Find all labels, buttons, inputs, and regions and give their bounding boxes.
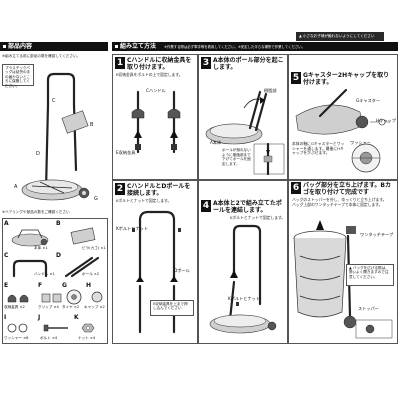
- step-1-label-holder: E収納金具: [116, 150, 136, 155]
- step-2-label-pole: Dポール: [174, 268, 190, 273]
- steps-intro: ※作業する際は必ず軍手等を着用してください。※安定した平らな場所で作業してくださ…: [164, 45, 306, 49]
- svg-text:C: C: [52, 98, 56, 104]
- part-k-nut-icon: [81, 323, 95, 333]
- step-5-sub: 本体の軸にGキャスターとワッシャーを通します。最後にHキャップをかぶせます。: [292, 141, 345, 156]
- step-5-title: Gキャスター2Hキャップを取り付けます。: [303, 72, 390, 86]
- step-2-number: 2: [115, 183, 125, 195]
- step-1-title: Cハンドルに収納金具を取り付けます。: [127, 57, 192, 71]
- bullet-icon: [3, 45, 6, 48]
- bag-warning-box: プラスチックバッグは幼児の手の届かないところに保管してください。: [2, 64, 34, 88]
- parts-section-header: 部品内容: [0, 42, 108, 51]
- part-name-h: キャップ ×2: [84, 305, 105, 309]
- part-i-washer-icon: [7, 323, 28, 333]
- step-1-label-handle: Cハンドル: [146, 88, 166, 93]
- step-4-illustration: [209, 224, 277, 334]
- step-1-sub: E収納金具をボルトの上で固定します。: [116, 72, 183, 77]
- step-3-number: 3: [201, 57, 211, 69]
- step-6-number: 6: [291, 182, 301, 194]
- bullet-icon: [115, 45, 118, 48]
- part-name-k: ナット ×4: [78, 336, 96, 340]
- part-letter-h: H: [86, 282, 92, 289]
- step-3-label-resin: 樹脂部: [264, 88, 277, 93]
- part-a-body-icon: [11, 229, 49, 247]
- part-name-f: クリップ ×4: [38, 305, 59, 309]
- part-e-holder-icon: [7, 294, 29, 303]
- step-2-sub: Kボルトとナットで固定します。: [116, 198, 172, 203]
- step-2-panel: [112, 180, 198, 344]
- step-6-label-tape: ワンタッチテープ: [360, 232, 394, 237]
- step-2-push-note: E収納金具を上まで押し込んでください: [150, 300, 194, 316]
- part-name-c: ハンドル ×1: [34, 272, 55, 276]
- step-4-label-bolt: Kボルトとナット: [228, 296, 261, 301]
- part-letter-d: D: [56, 252, 61, 259]
- steps-section-title: 組み立て方法: [120, 43, 157, 50]
- part-letter-k: K: [74, 314, 79, 321]
- top-notice: ▲ 小さなお子様が触れないようにしてください: [296, 32, 384, 41]
- step-4-number: 4: [201, 200, 211, 212]
- part-name-g: タイヤ ×2: [62, 305, 80, 309]
- step-5-label-washer: ワッシャー: [350, 140, 371, 145]
- step-3-illustration: [205, 90, 285, 176]
- part-letter-e: E: [4, 282, 9, 289]
- step-3-note: ポールが倒れないように樹脂部まで下げてポールを固定します。: [222, 148, 251, 166]
- step-5-number: 5: [291, 72, 301, 84]
- step-6-sub: バッグのストッパーを外し、ゆっくりと立ち上げます。バッグ上部のワンタッチテープで…: [292, 197, 387, 207]
- part-name-j: ボルト ×4: [40, 336, 58, 340]
- part-name-b: ビラ(カゴ) ×1: [82, 246, 106, 250]
- parts-intro: ※組み立てる前に部品の数を確認してください。: [2, 54, 81, 58]
- svg-text:G: G: [94, 196, 98, 202]
- step-3-panel: [198, 54, 288, 180]
- step-3-title: A本体のポール部分を起こします。: [213, 57, 284, 71]
- step-1-number: 1: [115, 57, 125, 69]
- part-name-e: 収納金具 ×2: [4, 305, 25, 309]
- part-c-handle-icon: [12, 259, 48, 278]
- svg-text:D: D: [36, 151, 40, 157]
- step-5-panel: [288, 54, 398, 180]
- part-j-bolt-icon: [43, 324, 68, 332]
- part-g-wheel-icon: [66, 289, 82, 305]
- step-3-label-body: A本体: [210, 140, 222, 145]
- assembled-cart-illustration: C D B A G: [14, 72, 98, 202]
- step-6-warning: ▲ バッグを広げる際は、勢いよく開きますので注意してください。: [346, 264, 394, 286]
- step-2-label-bolt: Kボルトとナット: [116, 226, 149, 231]
- part-letter-c: C: [4, 252, 9, 259]
- svg-text:A: A: [14, 184, 18, 190]
- part-letter-g: G: [62, 282, 67, 289]
- svg-text:B: B: [90, 122, 94, 128]
- part-h-cap-icon: [91, 291, 103, 303]
- step-4-title: A本体と2で組み立てたポールを連結します。: [213, 200, 282, 214]
- step-4-sub: Kボルトとナットで固定します。: [230, 215, 286, 220]
- part-letter-j: J: [38, 314, 41, 321]
- part-letter-i: I: [4, 314, 7, 321]
- step-4-panel: [198, 180, 288, 344]
- parts-bottom-note: ※ベアリングや部品の数をご確認ください: [2, 210, 70, 214]
- step-2-title: CハンドルとDポールを接続します。: [127, 183, 191, 197]
- step-1-illustration: [131, 90, 181, 154]
- part-letter-b: B: [56, 220, 61, 227]
- part-f-clip-icon: [41, 293, 62, 303]
- part-b-basket-icon: [70, 227, 96, 245]
- part-name-i: ワッシャー ×8: [4, 336, 29, 340]
- step-6-illustration: [293, 220, 393, 339]
- step-6-title: バッグ部分を立ち上げます。Bカゴを取り付けて完成です: [303, 182, 391, 196]
- parts-grid: [2, 218, 108, 344]
- parts-section-title: 部品内容: [8, 43, 33, 50]
- step-5-label-cap: Hキャップ: [376, 118, 396, 123]
- part-letter-f: F: [38, 282, 43, 289]
- step-1-panel: [112, 54, 198, 180]
- steps-section-header: 組み立て方法 ※作業する際は必ず軍手等を着用してください。※安定した平らな場所で…: [112, 42, 398, 51]
- step-5-label-caster: Gキャスター: [356, 98, 381, 103]
- step-2-illustration: [132, 210, 181, 334]
- step-6-label-stopper: ストッパー: [358, 306, 379, 311]
- part-letter-a: A: [4, 220, 9, 227]
- part-name-d: ポール ×2: [82, 272, 100, 276]
- part-name-a: 本体 ×1: [34, 246, 48, 250]
- part-d-pole-icon: [64, 256, 100, 278]
- step-5-illustration: [295, 88, 390, 173]
- step-6-panel: [288, 180, 398, 344]
